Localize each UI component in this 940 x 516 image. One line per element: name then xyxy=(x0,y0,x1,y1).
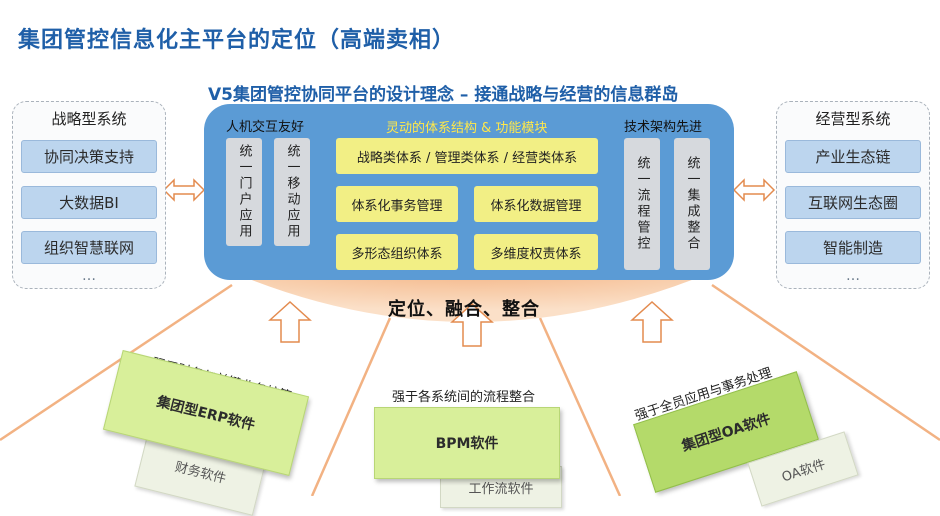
ray-line xyxy=(538,317,622,496)
bpm-software-box: BPM软件 xyxy=(374,407,560,479)
process-control-column: 统一流程管控 xyxy=(624,138,660,270)
strategic-item: 大数据BI xyxy=(21,186,157,219)
more-indicator: … xyxy=(846,268,860,284)
up-arrow-icon xyxy=(268,300,312,343)
operational-systems-title: 经营型系统 xyxy=(815,110,891,128)
more-indicator: … xyxy=(82,268,96,284)
module-box: 体系化事务管理 xyxy=(336,186,458,222)
strategic-systems-panel: 战略型系统 协同决策支持 大数据BI 组织智慧联网 … xyxy=(12,101,166,289)
integration-column: 统一集成整合 xyxy=(674,138,710,270)
operational-item: 智能制造 xyxy=(785,231,921,264)
operational-systems-panel: 经营型系统 产业生态链 互联网生态圈 智能制造 … xyxy=(776,101,930,289)
process-control-label: 统一流程管控 xyxy=(634,156,650,252)
right-double-arrow-icon xyxy=(732,178,776,202)
mobile-column-label: 统一移动应用 xyxy=(284,144,300,240)
portal-column: 统一门户应用 xyxy=(226,138,262,246)
module-box: 战略类体系 / 管理类体系 / 经营类体系 xyxy=(336,138,598,174)
integration-label: 统一集成整合 xyxy=(684,156,700,252)
up-arrow-icon xyxy=(630,300,674,343)
operational-item: 产业生态链 xyxy=(785,140,921,173)
ray-line xyxy=(310,317,392,496)
portal-column-label: 统一门户应用 xyxy=(236,144,252,240)
module-box: 多维度权责体系 xyxy=(474,234,598,270)
ray-line xyxy=(711,283,940,442)
page-title: 集团管控信息化主平台的定位（高端卖相） xyxy=(18,28,456,53)
strategic-systems-title: 战略型系统 xyxy=(51,110,127,128)
v5-platform-panel: 人机交互友好 统一门户应用 统一移动应用 灵动的体系结构 & 功能模块 战略类体… xyxy=(204,104,734,280)
module-header: 灵动的体系结构 & 功能模块 xyxy=(386,121,548,136)
left-double-arrow-icon xyxy=(162,178,206,202)
up-arrow-icon xyxy=(450,302,494,347)
mobile-column: 统一移动应用 xyxy=(274,138,310,246)
slogan: 定位、融合、整合 xyxy=(388,299,540,320)
module-box: 多形态组织体系 xyxy=(336,234,458,270)
bpm-caption: 强于各系统间的流程整合 xyxy=(392,390,536,405)
tech-header: 技术架构先进 xyxy=(624,120,703,135)
interaction-header: 人机交互友好 xyxy=(226,120,305,135)
strategic-item: 协同决策支持 xyxy=(21,140,157,173)
ray-line xyxy=(0,283,233,442)
operational-item: 互联网生态圈 xyxy=(785,186,921,219)
strategic-item: 组织智慧联网 xyxy=(21,231,157,264)
subtitle: V5集团管控协同平台的设计理念 – 接通战略与经营的信息群岛 xyxy=(208,85,679,105)
module-box: 体系化数据管理 xyxy=(474,186,598,222)
